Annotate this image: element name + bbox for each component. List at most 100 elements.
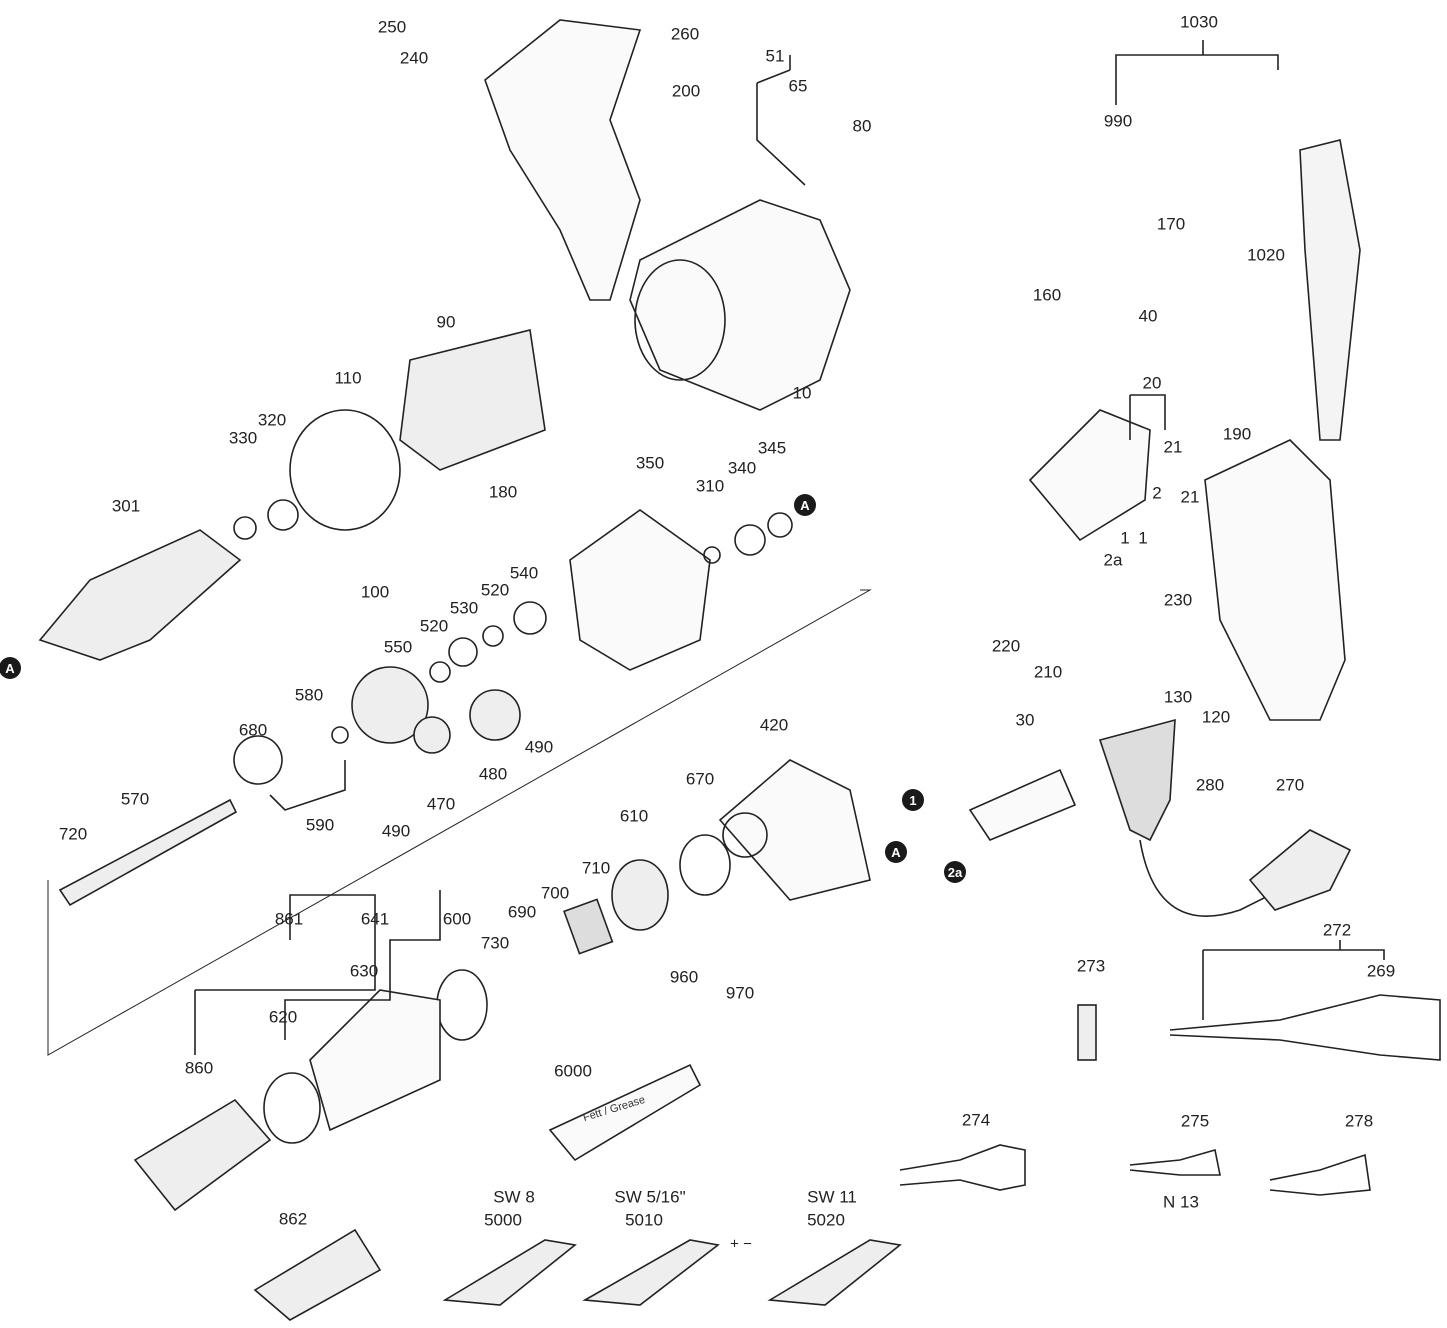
part-label: 730 [480, 933, 510, 953]
cable-guard [1098, 718, 1176, 842]
part-label: 220 [991, 636, 1021, 656]
part-label: 530 [449, 598, 479, 618]
connection-marker: 2a [944, 861, 966, 883]
part-label: 720 [58, 824, 88, 844]
part-label: SW 8 [493, 1187, 535, 1207]
capacitor [968, 768, 1077, 841]
part-label: 272 [1322, 920, 1352, 940]
part-label: 550 [383, 637, 413, 657]
bearing-plate [569, 509, 711, 671]
gear [351, 666, 429, 744]
part-label: 90 [436, 312, 456, 332]
part-label: N 13 [1163, 1192, 1199, 1212]
part-label: 490 [381, 821, 411, 841]
part-label: 480 [478, 764, 508, 784]
part-label: 274 [961, 1110, 991, 1130]
connection-marker: A [794, 494, 816, 516]
part-label: 340 [727, 458, 757, 478]
part-label: 280 [1195, 775, 1225, 795]
grease-tube [548, 1063, 702, 1162]
part-label: 350 [635, 453, 665, 473]
part-label: 420 [759, 715, 789, 735]
part-label: 120 [1201, 707, 1231, 727]
gear-housing [718, 759, 871, 901]
socket-5000 [442, 1239, 577, 1306]
part-label: 210 [1033, 662, 1063, 682]
part-label: 21 [1163, 437, 1183, 457]
part-label: 630 [349, 961, 379, 981]
part-label: 160 [1032, 285, 1062, 305]
part-label: 273 [1076, 956, 1106, 976]
part-label: 301 [111, 496, 141, 516]
part-label: 40 [1138, 306, 1158, 326]
motor-housing [629, 199, 851, 411]
part-label: 275 [1180, 1111, 1210, 1131]
part-label: 230 [1163, 590, 1193, 610]
part-label: 130 [1163, 687, 1193, 707]
part-label: 30 [1015, 710, 1035, 730]
part-label: 970 [725, 983, 755, 1003]
connection-marker: A [885, 841, 907, 863]
part-label: 190 [1222, 424, 1252, 444]
part-label: 490 [524, 737, 554, 757]
part-label: 250 [377, 17, 407, 37]
handle-half [1204, 439, 1346, 721]
part-label: 5020 [807, 1210, 845, 1230]
plug [1248, 829, 1352, 911]
nose-piece [133, 1098, 272, 1212]
socket-5010 [582, 1239, 720, 1306]
part-label: 1020 [1247, 245, 1285, 265]
field-coil [399, 329, 546, 471]
part-label: 260 [670, 24, 700, 44]
part-label: 570 [120, 789, 150, 809]
part-label: 1 [1120, 528, 1130, 548]
part-label: 345 [757, 438, 787, 458]
part-label: 170 [1156, 214, 1186, 234]
part-label: 861 [274, 909, 304, 929]
part-label: 200 [671, 81, 701, 101]
part-label: 310 [695, 476, 725, 496]
part-label: 540 [509, 563, 539, 583]
part-label: 580 [294, 685, 324, 705]
part-label: 21 [1180, 487, 1200, 507]
part-label: SW 11 [807, 1187, 857, 1207]
part-label: 680 [238, 720, 268, 740]
part-label: 470 [426, 794, 456, 814]
connection-marker: A [0, 657, 21, 679]
part-label: 320 [257, 410, 287, 430]
part-label: 5000 [484, 1210, 522, 1230]
part-label: 670 [685, 769, 715, 789]
magnet-icon: + − [730, 1235, 752, 1253]
part-label: 65 [788, 76, 808, 96]
part-label: SW 5/16" [614, 1187, 686, 1207]
fan-baffle [289, 409, 401, 531]
belt-clip [1299, 139, 1361, 441]
part-label: 600 [442, 909, 472, 929]
part-label: 80 [852, 116, 872, 136]
part-label: 110 [334, 368, 362, 388]
part-label: 270 [1275, 775, 1305, 795]
part-label: 990 [1103, 111, 1133, 131]
switch [1028, 409, 1151, 542]
part-label: 641 [360, 909, 390, 929]
part-label: 269 [1366, 961, 1396, 981]
part-label: 51 [765, 46, 785, 66]
part-label: 20 [1142, 373, 1162, 393]
part-label: 700 [540, 883, 570, 903]
part-label: 180 [488, 482, 518, 502]
part-label: 520 [480, 580, 510, 600]
part-label: 1 [1138, 528, 1148, 548]
part-label: 690 [507, 902, 537, 922]
socket-5020 [767, 1239, 902, 1306]
part-label: 1030 [1180, 12, 1218, 32]
depth-locator [309, 989, 441, 1132]
part-label: 620 [268, 1007, 298, 1027]
part-label: 240 [399, 48, 429, 68]
part-label: 590 [305, 815, 335, 835]
housing-half [484, 19, 642, 301]
part-label: 2a [1103, 550, 1123, 570]
part-label: 100 [360, 582, 390, 602]
part-label: 6000 [554, 1061, 592, 1081]
part-label: 278 [1344, 1111, 1374, 1131]
part-label: 10 [792, 383, 812, 403]
